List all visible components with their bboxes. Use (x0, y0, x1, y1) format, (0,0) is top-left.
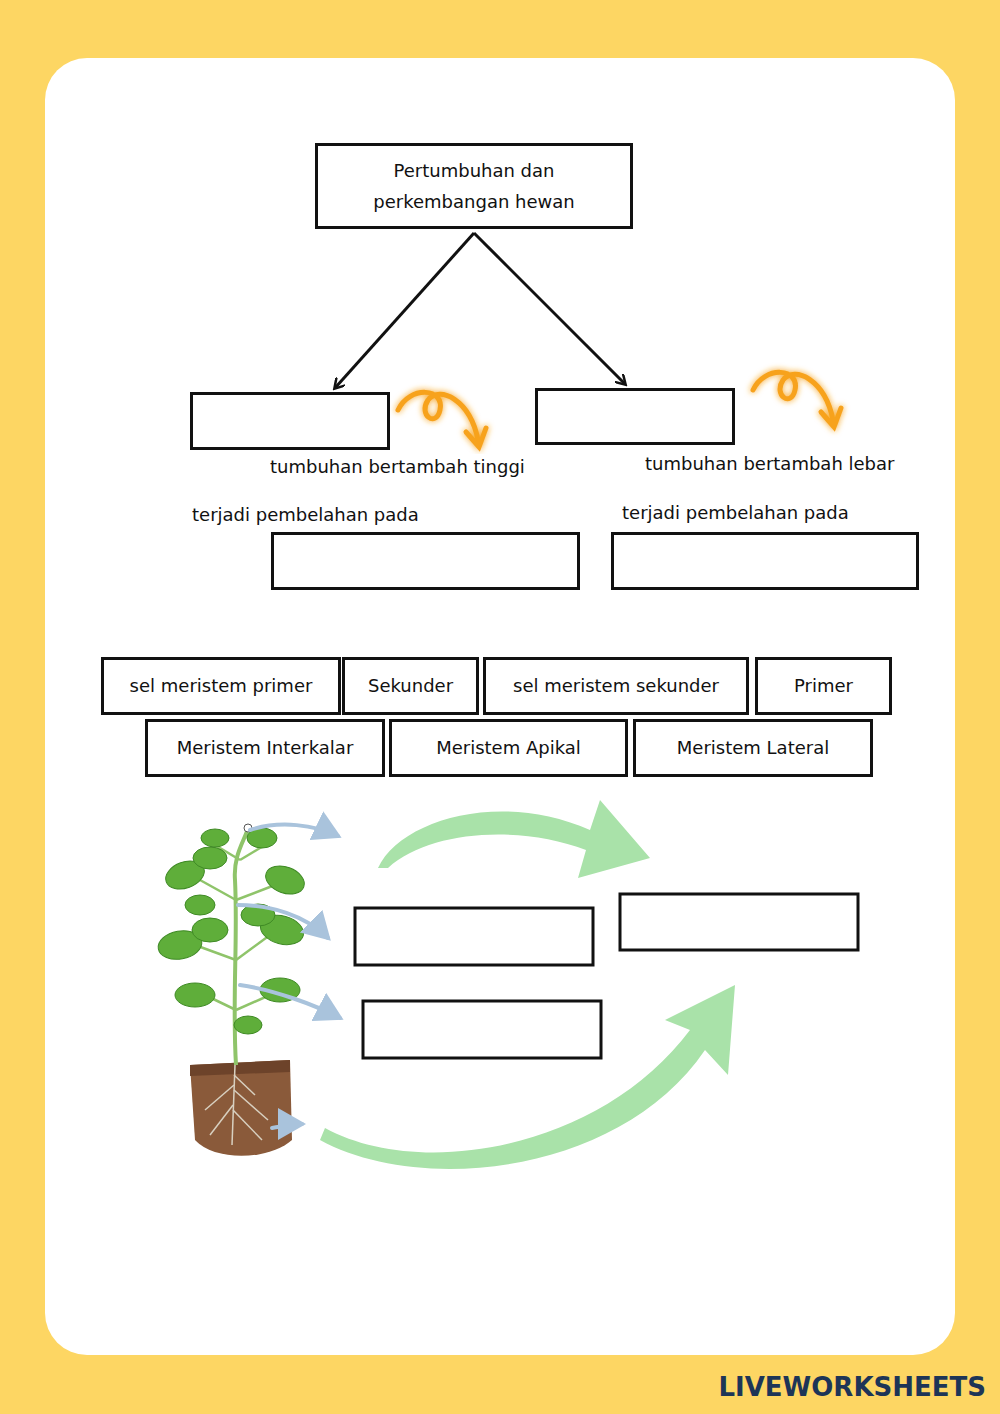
word-bank-box: sel meristem sekunder (483, 657, 749, 715)
word-bank-box: Meristem Interkalar (145, 719, 385, 777)
text-holder: Pertumbuhan dan perkembangan hewan (318, 146, 630, 226)
box-label: sel meristem primer (130, 673, 313, 699)
empty-answer-frame (611, 532, 919, 590)
site-logo: LIVEWORKSHEETS (718, 1372, 986, 1402)
text-holder: tumbuhan bertambah tinggi (268, 454, 527, 480)
empty-answer-frame (190, 392, 390, 450)
connector-arrow (474, 233, 625, 384)
word-bank-box: sel meristem primer (101, 657, 341, 715)
text-holder: Sekunder (345, 660, 476, 712)
answer-box: tumbuhan bertambah lebar (535, 388, 945, 483)
word-bank-box: Meristem Apikal (389, 719, 628, 777)
answer-box: tumbuhan bertambah tinggi (190, 392, 580, 487)
swirl-arrow (398, 372, 841, 447)
text-holder: Meristem Lateral (636, 722, 870, 774)
box-label: Meristem Apikal (436, 735, 581, 761)
word-bank-box: Sekunder (342, 657, 479, 715)
box-caption: terjadi pembelahan pada (620, 500, 851, 526)
box-label: Pertumbuhan dan perkembangan hewan (318, 155, 630, 218)
text-holder: Primer (758, 660, 889, 712)
box-label: Meristem Lateral (677, 735, 829, 761)
box-caption: tumbuhan bertambah lebar (643, 451, 896, 477)
text-holder: tumbuhan bertambah lebar (643, 451, 896, 477)
text-holder: terjadi pembelahan pada (620, 500, 851, 526)
word-bank-box: Primer (755, 657, 892, 715)
green-arrow (320, 800, 735, 1169)
connector-arrow (335, 233, 474, 388)
concept-box: Pertumbuhan dan perkembangan hewan (315, 143, 633, 229)
text-holder: sel meristem primer (104, 660, 338, 712)
text-holder: Meristem Interkalar (148, 722, 382, 774)
word-bank-box: Meristem Lateral (633, 719, 873, 777)
empty-answer-frame (535, 388, 735, 445)
text-holder: Meristem Apikal (392, 722, 625, 774)
box-label: Sekunder (368, 673, 453, 699)
empty-answer-frame (271, 532, 580, 590)
answer-box: terjadi pembelahan pada (611, 500, 919, 590)
box-caption: tumbuhan bertambah tinggi (268, 454, 527, 480)
box-label: Meristem Interkalar (177, 735, 354, 761)
box-label: Primer (794, 673, 853, 699)
text-holder: terjadi pembelahan pada (190, 502, 421, 528)
box-label: sel meristem sekunder (513, 673, 719, 699)
answer-box: terjadi pembelahan pada (190, 502, 580, 590)
box-caption: terjadi pembelahan pada (190, 502, 421, 528)
text-holder: sel meristem sekunder (486, 660, 746, 712)
